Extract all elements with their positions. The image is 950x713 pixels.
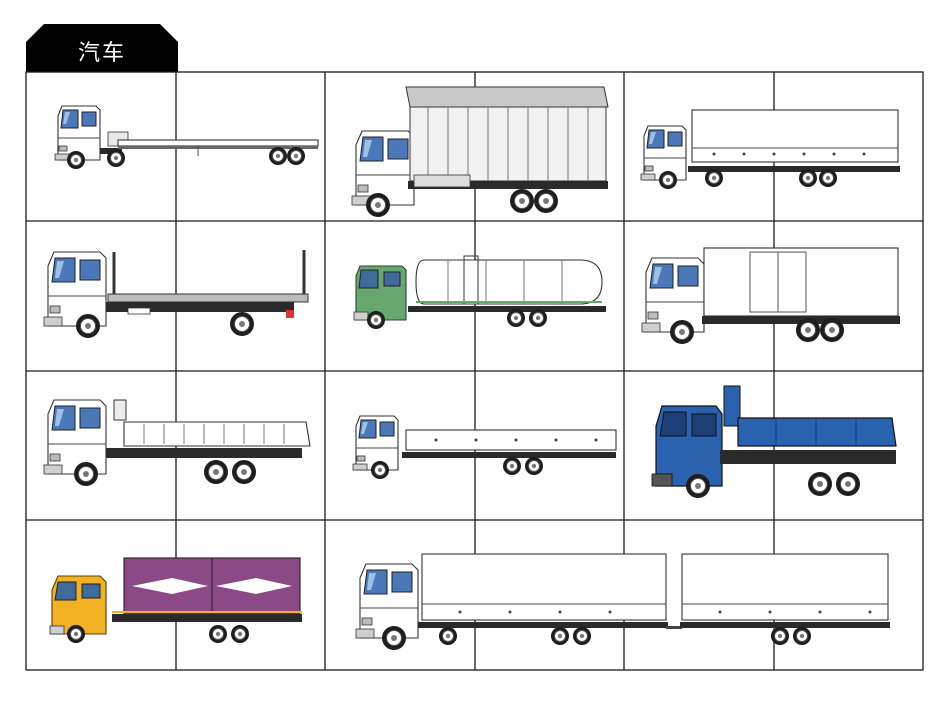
box-trailer-truck-icon[interactable] [640, 109, 900, 190]
wing-van-open-truck-icon[interactable] [351, 86, 609, 218]
flatbed-truck-icon[interactable] [352, 415, 617, 480]
container-truck-icon[interactable] [49, 557, 302, 644]
full-trailer-truck-icon[interactable] [355, 553, 890, 651]
car-carrier-truck-icon[interactable] [43, 250, 309, 339]
flatbed-trailer-truck-icon[interactable] [54, 105, 319, 170]
dump-truck-white-icon[interactable] [43, 399, 311, 487]
dump-truck-blue-icon[interactable] [651, 385, 897, 499]
category-tab-label: 汽车 [77, 41, 126, 66]
box-van-truck-icon[interactable] [641, 247, 900, 345]
category-tab[interactable]: 汽车 [26, 24, 178, 72]
tanker-truck-icon[interactable] [353, 255, 606, 330]
